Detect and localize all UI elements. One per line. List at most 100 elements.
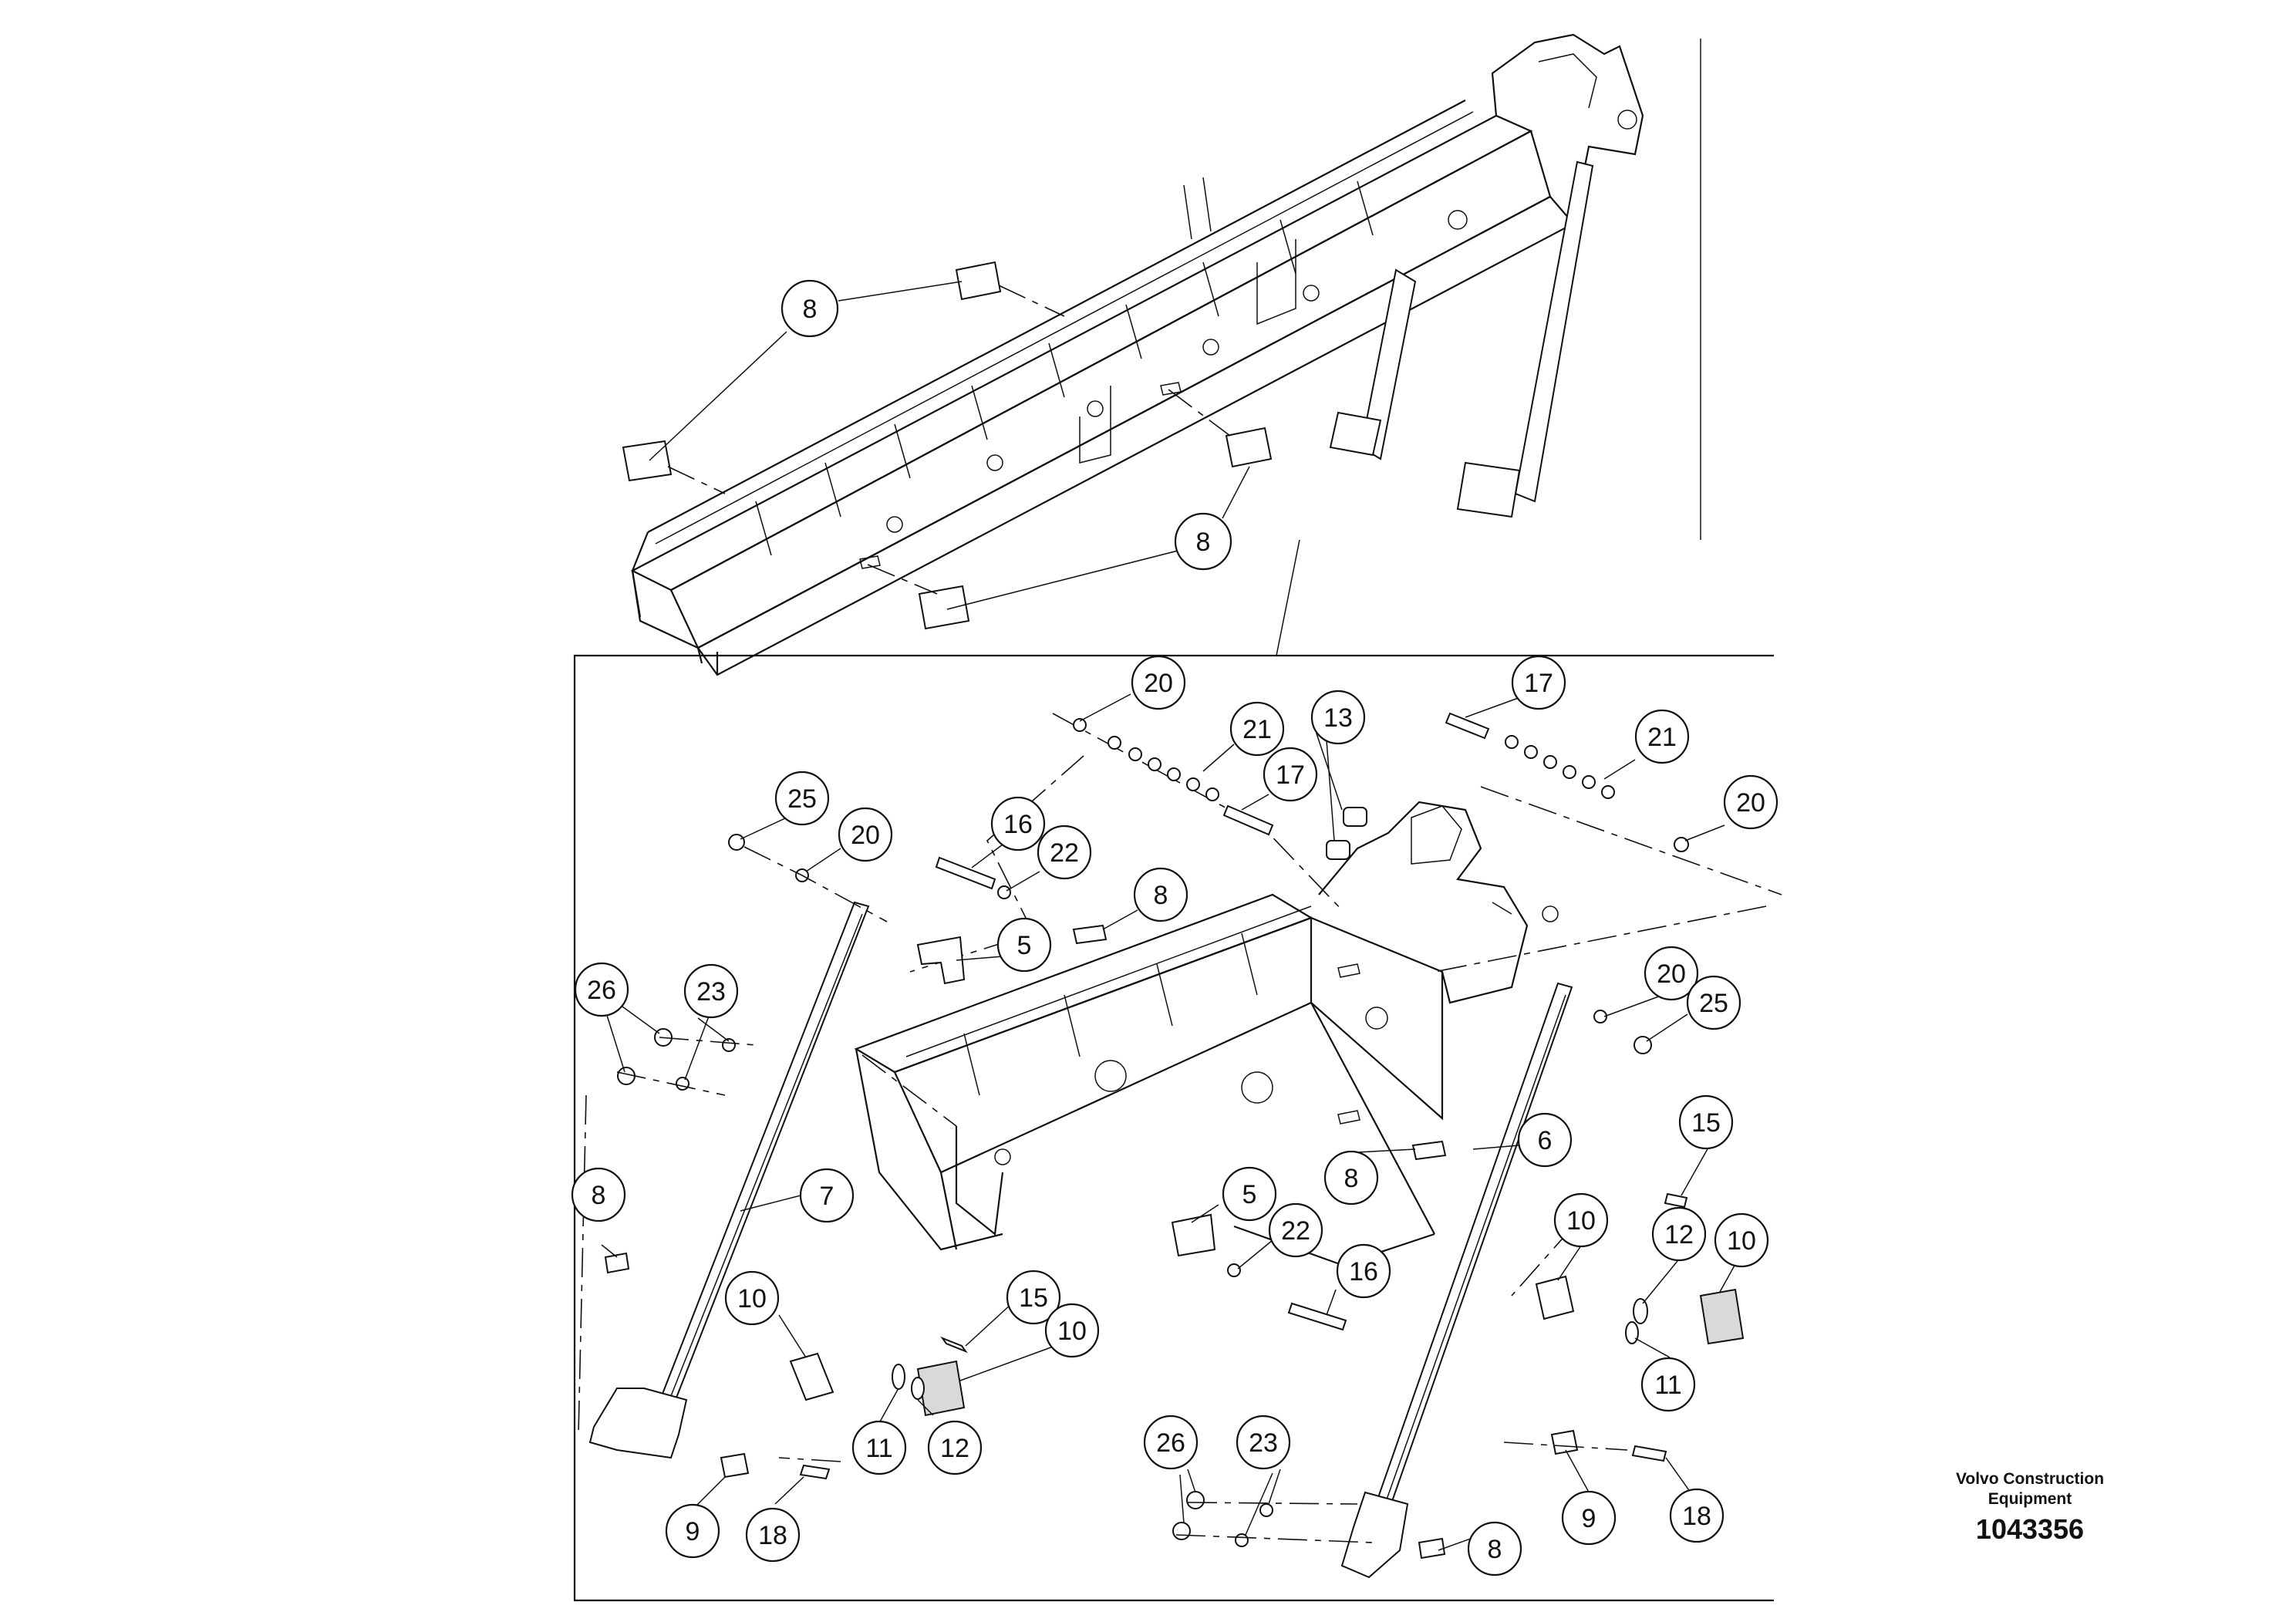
callout-25: 25 <box>1686 975 1741 1030</box>
callout-6: 6 <box>1517 1112 1573 1168</box>
callout-11: 11 <box>851 1420 907 1475</box>
callout-8: 8 <box>1467 1521 1522 1576</box>
callout-20: 20 <box>1723 774 1778 830</box>
callout-13: 13 <box>1310 690 1366 745</box>
leader-lines-detail <box>578 693 1740 1551</box>
callout-16: 16 <box>990 796 1046 851</box>
svg-text:17: 17 <box>1276 760 1305 790</box>
svg-text:9: 9 <box>1582 1504 1596 1533</box>
manufacturer-line-1: Volvo Construction <box>1955 1470 2105 1488</box>
svg-text:10: 10 <box>1727 1226 1756 1256</box>
callout-11: 11 <box>1640 1357 1696 1412</box>
callout-20: 20 <box>1644 946 1699 1001</box>
svg-text:8: 8 <box>1196 528 1211 557</box>
svg-text:11: 11 <box>1654 1371 1681 1400</box>
svg-text:8: 8 <box>592 1181 606 1210</box>
callout-25: 25 <box>774 771 830 826</box>
callout-10: 10 <box>1044 1303 1100 1358</box>
callout-10: 10 <box>724 1270 780 1326</box>
svg-text:12: 12 <box>940 1434 969 1463</box>
callout-20: 20 <box>838 807 893 862</box>
callout-16: 16 <box>1336 1243 1391 1299</box>
svg-text:8: 8 <box>1344 1164 1359 1193</box>
svg-text:16: 16 <box>1003 810 1033 839</box>
callout-15: 15 <box>1006 1270 1061 1325</box>
center-lines-detail <box>861 713 1782 1127</box>
callout-18: 18 <box>745 1507 801 1563</box>
svg-text:9: 9 <box>686 1517 700 1546</box>
callout-26: 26 <box>574 962 629 1017</box>
manufacturer-label: Volvo Construction Equipment <box>1922 1469 2138 1509</box>
callout-20: 20 <box>1131 655 1186 710</box>
callout-17: 17 <box>1263 747 1318 802</box>
callout-9: 9 <box>1561 1490 1617 1546</box>
drawing-number: 1043356 <box>1975 1513 2085 1545</box>
callout-22: 22 <box>1268 1202 1323 1258</box>
svg-text:21: 21 <box>1242 715 1272 744</box>
svg-text:8: 8 <box>803 295 818 324</box>
frame-detail <box>854 801 1559 1266</box>
callout-9: 9 <box>665 1503 720 1559</box>
svg-text:21: 21 <box>1647 723 1677 752</box>
callout-21: 21 <box>1229 701 1285 757</box>
svg-text:22: 22 <box>1281 1216 1310 1246</box>
svg-text:22: 22 <box>1050 838 1079 868</box>
svg-text:12: 12 <box>1664 1220 1694 1249</box>
callout-8: 8 <box>1174 512 1232 571</box>
svg-text:15: 15 <box>1691 1108 1721 1138</box>
svg-text:23: 23 <box>1249 1428 1278 1458</box>
svg-text:18: 18 <box>758 1521 787 1550</box>
svg-text:20: 20 <box>1144 669 1173 698</box>
callout-8: 8 <box>781 279 839 338</box>
svg-text:17: 17 <box>1524 669 1553 698</box>
svg-text:16: 16 <box>1349 1257 1378 1286</box>
svg-text:6: 6 <box>1538 1126 1553 1155</box>
detail-frame <box>573 654 1774 1602</box>
callout-12: 12 <box>1651 1206 1707 1262</box>
callout-8: 8 <box>1133 867 1188 922</box>
svg-text:10: 10 <box>1566 1206 1596 1236</box>
svg-text:8: 8 <box>1154 881 1168 910</box>
callout-10: 10 <box>1553 1192 1609 1248</box>
callout-17: 17 <box>1511 655 1566 710</box>
frame-overview <box>630 33 1644 676</box>
svg-text:5: 5 <box>1242 1180 1257 1209</box>
callout-7: 7 <box>799 1168 855 1223</box>
callout-5: 5 <box>1222 1166 1277 1222</box>
fastener-parts <box>617 712 1689 1331</box>
svg-text:7: 7 <box>820 1182 834 1211</box>
svg-text:25: 25 <box>1699 989 1728 1018</box>
callout-22: 22 <box>1037 824 1092 880</box>
svg-text:5: 5 <box>1017 931 1032 960</box>
svg-text:8: 8 <box>1488 1535 1502 1564</box>
callout-10: 10 <box>1714 1212 1769 1268</box>
svg-text:10: 10 <box>1057 1317 1087 1346</box>
callout-8: 8 <box>1323 1150 1379 1206</box>
svg-text:25: 25 <box>787 784 817 814</box>
callout-18: 18 <box>1669 1488 1725 1543</box>
leader-lines-upper <box>649 39 1701 656</box>
svg-text:13: 13 <box>1323 703 1353 733</box>
svg-text:26: 26 <box>587 976 616 1005</box>
manufacturer-line-2: Equipment <box>1988 1490 2072 1508</box>
svg-text:15: 15 <box>1019 1283 1048 1313</box>
callout-23: 23 <box>1236 1415 1291 1470</box>
svg-text:18: 18 <box>1682 1502 1711 1531</box>
callout-5: 5 <box>996 917 1052 973</box>
callouts: 8 8 20 21 17 13 17 21 20 25 20 16 22 8 5… <box>571 279 1778 1576</box>
callout-21: 21 <box>1634 709 1690 764</box>
svg-text:26: 26 <box>1156 1428 1185 1458</box>
svg-text:20: 20 <box>851 821 880 850</box>
svg-text:23: 23 <box>696 977 726 1007</box>
side-guide-parts <box>588 901 1573 1579</box>
callout-15: 15 <box>1678 1094 1734 1150</box>
svg-text:20: 20 <box>1657 959 1686 989</box>
svg-text:20: 20 <box>1736 788 1765 818</box>
callout-26: 26 <box>1143 1415 1199 1470</box>
callout-12: 12 <box>927 1420 983 1475</box>
pad-parts <box>720 1192 1745 1547</box>
decal-parts-upper <box>622 261 1273 630</box>
svg-text:10: 10 <box>737 1284 767 1313</box>
svg-text:11: 11 <box>865 1434 892 1463</box>
